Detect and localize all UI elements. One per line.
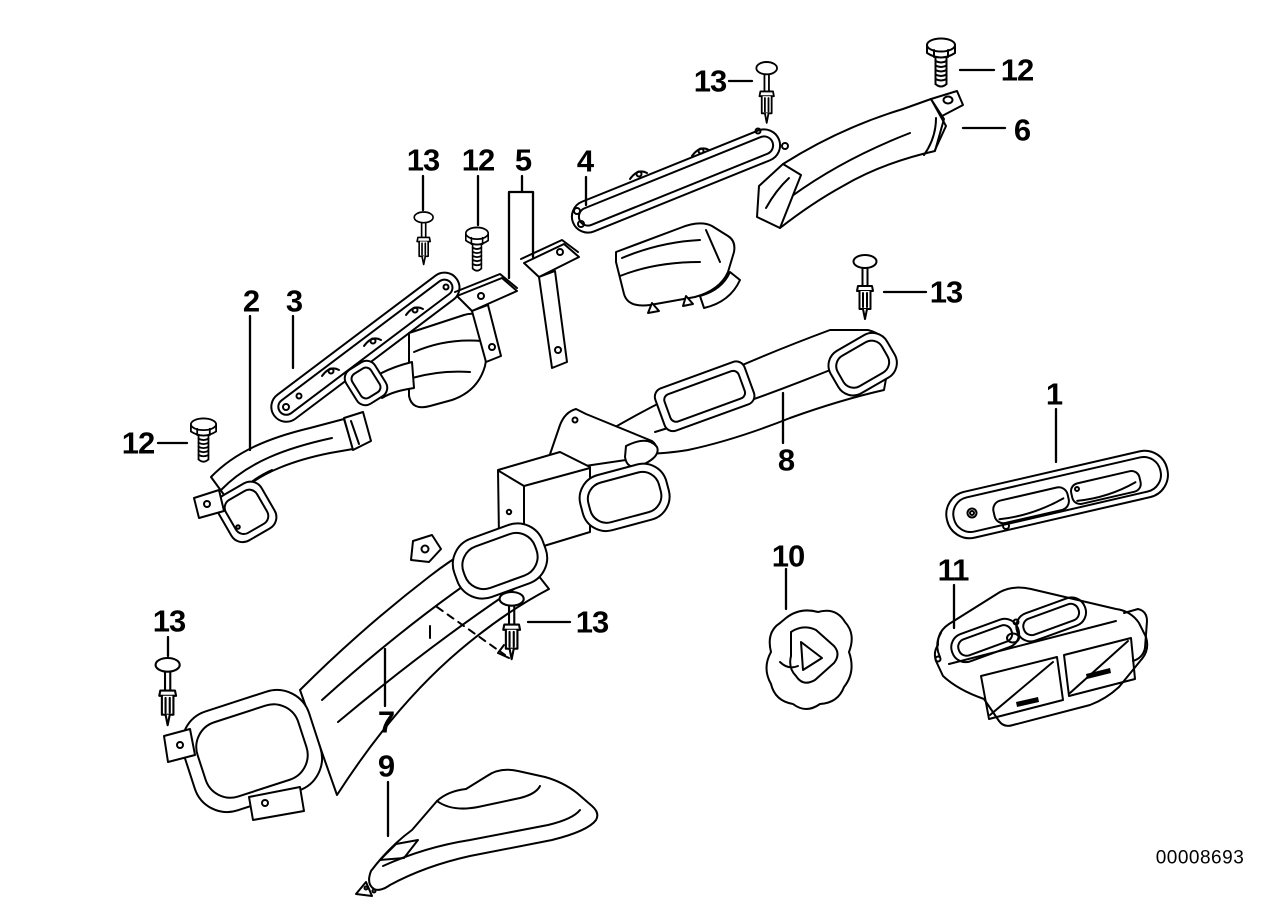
part-6-drawing xyxy=(756,90,964,229)
callout-9[interactable]: 9 xyxy=(377,748,395,784)
part-7-drawing xyxy=(163,522,550,821)
part-2-drawing xyxy=(193,411,372,544)
callout-13-right[interactable]: 13 xyxy=(929,274,963,310)
diagram-id-number: 00008693 xyxy=(1155,847,1245,869)
pin-13-bottom-left xyxy=(154,656,181,727)
callout-13-bottom-left[interactable]: 13 xyxy=(152,603,186,639)
callout-8[interactable]: 8 xyxy=(777,442,795,478)
part-5-brackets-drawing xyxy=(454,239,580,369)
callout-13-upper-left[interactable]: 13 xyxy=(406,142,440,178)
callout-11[interactable]: 11 xyxy=(937,552,970,588)
part-11-drawing xyxy=(933,586,1149,727)
pin-13-top-center xyxy=(755,61,778,124)
callout-7[interactable]: 7 xyxy=(377,704,395,740)
callout-12-upper-left[interactable]: 12 xyxy=(461,142,495,178)
leader-lines xyxy=(156,68,1058,838)
callout-10[interactable]: 10 xyxy=(771,538,805,574)
pin-13-bottom-center xyxy=(498,590,525,661)
part-3-drawing xyxy=(270,271,492,423)
callout-2[interactable]: 2 xyxy=(242,283,260,319)
pin-13-right xyxy=(852,254,878,320)
part-1-drawing xyxy=(945,449,1169,540)
part-8-drawing xyxy=(497,329,898,553)
callout-12-left[interactable]: 12 xyxy=(121,425,155,461)
callout-13-bottom-center[interactable]: 13 xyxy=(575,604,609,640)
pin-13-upper-left xyxy=(413,211,434,266)
callout-1[interactable]: 1 xyxy=(1045,376,1063,412)
bolt-12-left xyxy=(189,417,218,463)
bolt-12-upper-left xyxy=(464,226,490,272)
part-9-drawing xyxy=(355,768,599,897)
bolt-12-top-right xyxy=(926,37,956,88)
callout-6[interactable]: 6 xyxy=(1013,112,1031,148)
callout-3[interactable]: 3 xyxy=(285,283,303,319)
part-10-drawing xyxy=(765,609,853,710)
dashed-locator-line xyxy=(436,606,510,659)
callout-4[interactable]: 4 xyxy=(576,143,594,179)
callout-5[interactable]: 5 xyxy=(514,142,532,178)
callout-12-top-right[interactable]: 12 xyxy=(1000,52,1034,88)
callout-13-top-center[interactable]: 13 xyxy=(693,63,727,99)
part-4-drawing xyxy=(570,127,789,314)
